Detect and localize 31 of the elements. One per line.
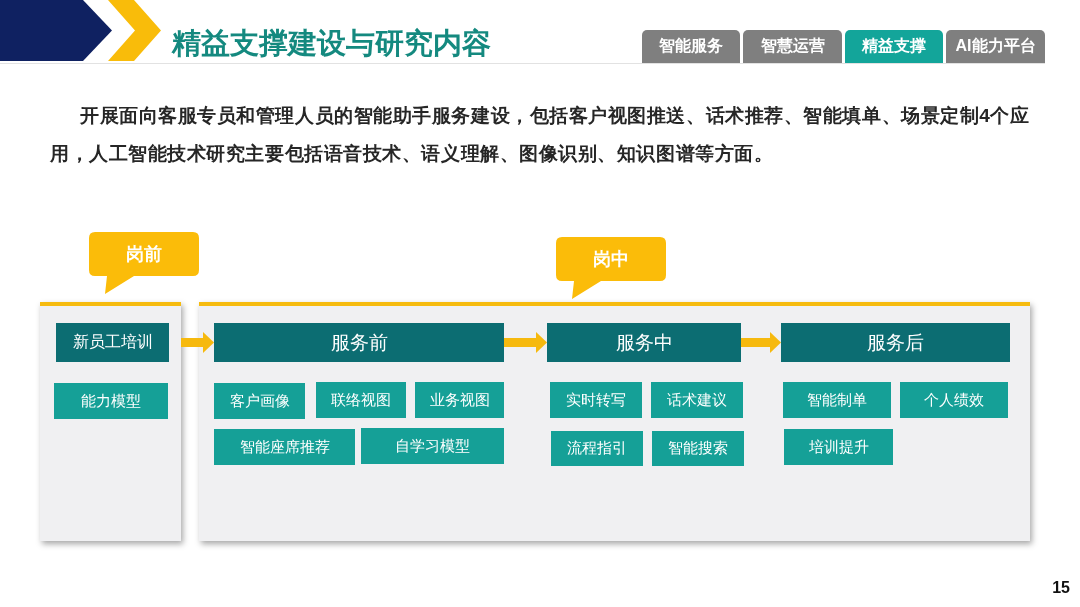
feature-box: 实时转写 xyxy=(550,382,642,418)
feature-box: 业务视图 xyxy=(415,382,504,418)
arrow xyxy=(741,332,781,353)
feature-box: 智能搜索 xyxy=(652,431,744,466)
feature-box: 培训提升 xyxy=(784,429,893,465)
tab: AI能力平台 xyxy=(946,30,1045,63)
tab: 智慧运营 xyxy=(743,30,842,63)
feature-box: 智能制单 xyxy=(783,382,891,418)
feature-box: 能力模型 xyxy=(54,383,168,419)
page-number: 15 xyxy=(1051,578,1070,598)
page-title: 精益支撑建设与研究内容 xyxy=(172,26,491,61)
panel-card xyxy=(40,302,181,541)
stage-heading-box: 服务前 xyxy=(214,323,504,362)
speech-bubble: 岗前 xyxy=(89,232,199,294)
speech-bubble: 岗中 xyxy=(556,237,666,299)
arrow xyxy=(504,332,547,353)
feature-box: 联络视图 xyxy=(316,382,406,418)
active-tab: 精益支撑 xyxy=(845,30,943,63)
intro-paragraph: 开展面向客服专员和管理人员的智能助手服务建设，包括客户视图推送、话术推荐、智能填单、场景定制4个应用，人工智能技术研究主要包括语音技术、语义理解、图像识别、知识图谱等方面。 xyxy=(50,104,1031,166)
stage-heading-box: 服务中 xyxy=(547,323,741,362)
panel-card xyxy=(199,302,1030,541)
arrow xyxy=(181,332,214,353)
feature-box: 话术建议 xyxy=(651,382,743,418)
feature-box: 个人绩效 xyxy=(900,382,1008,418)
stage-heading-box: 服务后 xyxy=(781,323,1010,362)
tab: 智能服务 xyxy=(642,30,740,63)
stage-heading-box: 新员工培训 xyxy=(56,323,169,362)
feature-box: 自学习模型 xyxy=(361,428,504,464)
feature-box: 智能座席推荐 xyxy=(214,429,355,465)
feature-box: 流程指引 xyxy=(551,431,643,466)
feature-box: 客户画像 xyxy=(214,383,305,419)
